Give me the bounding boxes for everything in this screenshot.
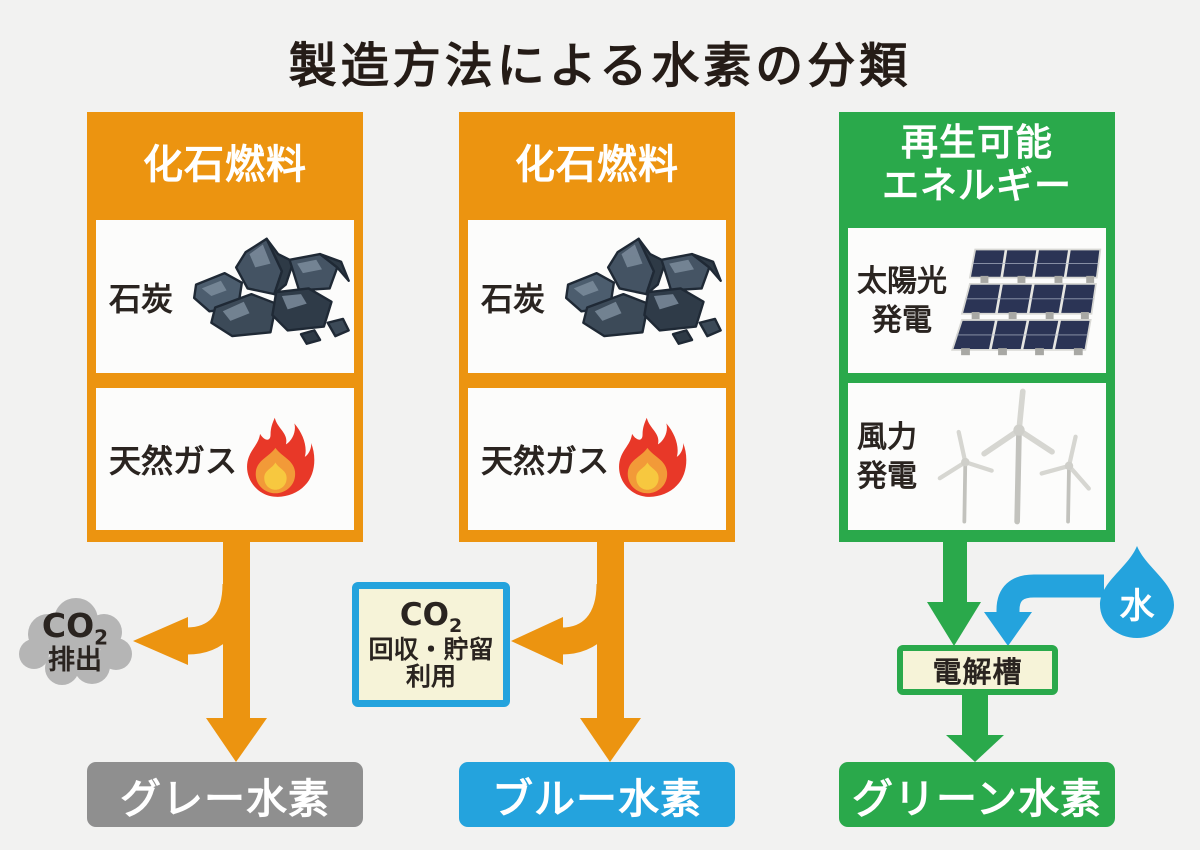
column-renewable-energy: 再生可能 エネルギー 太陽光 発電 (839, 112, 1115, 542)
co2-capture-line2: 回収・貯留 (368, 635, 494, 665)
diagram-title: 製造方法による水素の分類 (288, 38, 912, 94)
co2-capture-callout: CO2 回収・貯留 利用 (352, 582, 510, 707)
column-1-header-label: 化石燃料 (143, 142, 307, 188)
electrolyzer-label: 電解槽 (932, 655, 1023, 689)
coal-box-2: 石炭 (468, 220, 726, 373)
coal-box-1: 石炭 (96, 220, 354, 373)
co2-emission-text: CO2 排出 (16, 594, 134, 690)
solar-box: 太陽光 発電 (848, 228, 1106, 373)
blue-hydrogen-result: ブルー水素 (459, 762, 735, 827)
blue-path-arrow (511, 530, 641, 762)
column-1-header: 化石燃料 (87, 112, 363, 218)
column-2-header-label: 化石燃料 (515, 142, 679, 188)
wind-label-line1: 風力 (857, 419, 917, 455)
water-label: 水 (1119, 587, 1155, 627)
natural-gas-box-2: 天然ガス (468, 388, 726, 530)
wind-label: 風力 発電 (857, 418, 917, 496)
wind-turbines-illustration (937, 388, 1091, 525)
green-hydrogen-label: グリーン水素 (852, 774, 1102, 823)
gray-path-arrow (133, 530, 267, 762)
flame-icon-2 (619, 417, 687, 497)
natural-gas-label-2: 天然ガス (481, 442, 610, 480)
column-fossil-fuel-1: 化石燃料 石炭 天然ガス (87, 112, 363, 542)
column-3-header-line1: 再生可能 (901, 121, 1053, 165)
column-2-header: 化石燃料 (459, 112, 735, 218)
co2-emission-line2: 排出 (48, 644, 102, 676)
gray-hydrogen-result: グレー水素 (87, 762, 363, 827)
coal-illustration-2 (564, 237, 722, 345)
electrolyzer-to-green-hydrogen-arrow (946, 692, 1004, 762)
electrolyzer-box: 電解槽 (897, 645, 1058, 695)
renewable-to-electrolyzer-arrow (927, 530, 981, 646)
natural-gas-label-1: 天然ガス (109, 442, 238, 480)
co2-emission-callout: CO2 排出 (16, 594, 134, 690)
green-hydrogen-result: グリーン水素 (839, 762, 1115, 827)
co2-emission-line1: CO2 (41, 606, 109, 650)
wind-label-line2: 発電 (857, 458, 917, 494)
gray-hydrogen-label: グレー水素 (120, 774, 330, 823)
co2-emission-arrowhead (133, 617, 188, 665)
solar-label-line2: 発電 (872, 302, 932, 338)
co2-capture-arrowhead (511, 617, 563, 665)
wind-box: 風力 発電 (848, 383, 1106, 530)
co2-capture-line1: CO2 (399, 596, 463, 637)
water-drop-icon (1100, 546, 1174, 638)
cloud-shape (19, 598, 132, 685)
solar-label: 太陽光 発電 (857, 262, 947, 340)
solar-label-line1: 太陽光 (857, 263, 947, 299)
blue-hydrogen-label: ブルー水素 (492, 774, 702, 823)
coal-label-1: 石炭 (109, 279, 174, 318)
water-to-electrolyzer-arrow (984, 574, 1104, 646)
co2-capture-line3: 利用 (405, 662, 456, 692)
column-3-header-line2: エネルギー (882, 164, 1072, 207)
solar-panel-illustration (951, 248, 1102, 355)
coal-label-2: 石炭 (481, 279, 546, 318)
column-3-header: 再生可能 エネルギー (839, 112, 1115, 218)
flame-icon-1 (247, 417, 315, 497)
natural-gas-box-1: 天然ガス (96, 388, 354, 530)
column-fossil-fuel-2: 化石燃料 石炭 天然ガス (459, 112, 735, 542)
coal-illustration-1 (192, 237, 350, 345)
water-drop-callout: 水 (1096, 544, 1178, 638)
